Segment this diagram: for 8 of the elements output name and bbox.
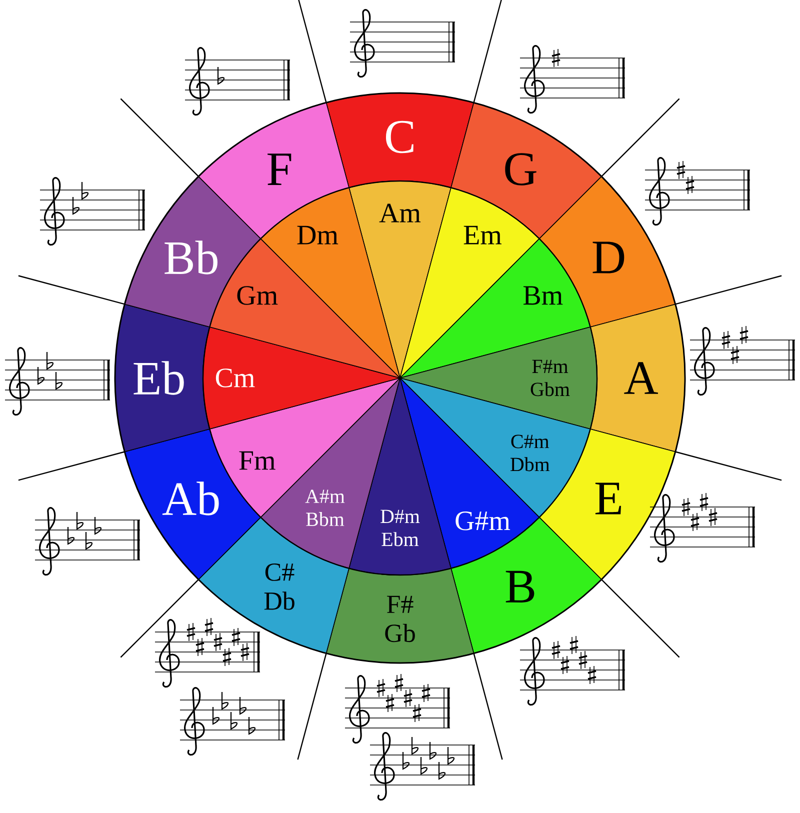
major-key-sector: A — [590, 304, 686, 452]
major-key-sector: F# Gb — [326, 568, 474, 664]
minor-key-sector: D#m Ebm — [348, 378, 452, 576]
major-key-sector: C — [326, 92, 474, 188]
major-key-sector: Eb — [114, 304, 210, 452]
minor-key-sector: Am — [348, 180, 452, 378]
minor-key-sector: F#m Gbm — [400, 326, 598, 430]
minor-key-sector: Cm — [202, 326, 400, 430]
